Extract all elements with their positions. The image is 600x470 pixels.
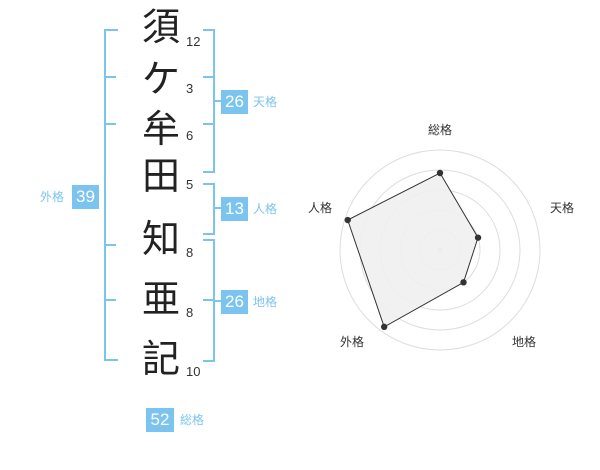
chikaku-label: 地格	[253, 295, 278, 309]
radar-point	[344, 216, 351, 224]
bracket-tick	[213, 100, 221, 102]
name-char-7: 記	[141, 337, 180, 381]
bracket-tick	[104, 299, 116, 301]
stroke-count-1: 12	[186, 34, 201, 49]
name-char-1: 須	[141, 5, 180, 49]
jinkaku-bracket	[203, 183, 215, 235]
radar-point	[436, 169, 444, 177]
stroke-count-2: 3	[186, 81, 194, 96]
stroke-count-7: 10	[186, 364, 201, 379]
radar-axis-label-gaikaku: 外格	[340, 334, 364, 349]
radar-axis-label-tenkaku: 天格	[550, 200, 574, 215]
name-char-5: 知	[141, 217, 180, 261]
bracket-tick	[213, 207, 221, 209]
tenkaku-value: 26	[221, 90, 248, 114]
soukaku-value: 52	[146, 408, 174, 432]
name-char-4: 田	[141, 154, 180, 198]
bracket-tick	[203, 123, 215, 125]
stroke-count-6: 8	[186, 305, 194, 320]
bracket-tick	[104, 123, 116, 125]
jinkaku-label: 人格	[253, 202, 278, 216]
bracket-tick	[104, 244, 116, 246]
radar-axis-label-chikaku: 地格	[512, 334, 536, 349]
bracket-tick	[213, 300, 221, 302]
jinkaku-value: 13	[221, 197, 248, 221]
bracket-tick	[203, 299, 215, 301]
name-char-6: 亜	[141, 277, 180, 321]
bracket-tick	[104, 76, 116, 78]
soukaku-label: 総格	[180, 413, 205, 427]
radar-axis-label-jinkaku: 人格	[308, 200, 332, 215]
radar-points	[344, 169, 482, 331]
tenkaku-label: 天格	[253, 95, 278, 109]
stroke-count-4: 5	[186, 177, 194, 192]
radar-polygon	[347, 172, 479, 328]
radar-point	[474, 234, 482, 241]
gaikaku-bracket	[104, 29, 118, 361]
radar-ring	[339, 149, 541, 351]
gaikaku-value: 39	[72, 185, 99, 209]
radar-point	[460, 279, 467, 286]
bracket-tick	[203, 76, 215, 78]
stroke-count-5: 8	[186, 245, 194, 260]
name-char-2: ケ	[141, 57, 180, 101]
chikaku-value: 26	[221, 290, 248, 314]
radar-point	[380, 323, 388, 331]
radar-chart: 総格 天格 地格 外格 人格	[308, 122, 574, 351]
gaikaku-label: 外格	[40, 190, 65, 204]
radar-axis-label-soukaku: 総格	[428, 122, 452, 137]
name-char-3: 牟	[141, 107, 180, 151]
stroke-count-3: 6	[186, 128, 194, 143]
